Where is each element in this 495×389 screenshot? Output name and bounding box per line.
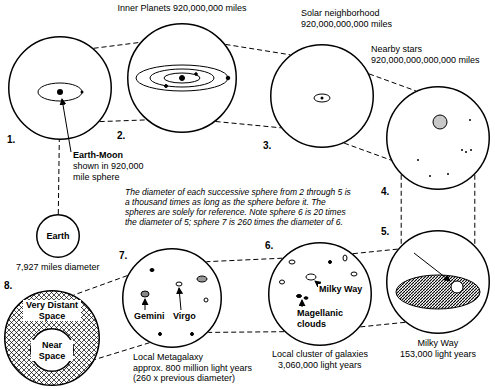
earth-circle: Earth7,927 miles diameter [36, 214, 80, 258]
near-space-circle: Near Space [30, 328, 74, 372]
distant-space-sphere: Very Distant SpaceNear Space [4, 290, 100, 386]
callout-number: 5. [380, 226, 390, 237]
callout-number: 3. [262, 140, 272, 151]
leader-arrow [179, 288, 181, 310]
circle-outline [8, 36, 112, 140]
sphere-caption: Inner Planets 920,000,000 miles [117, 3, 248, 14]
planet-orbits [136, 65, 230, 91]
zoom-line [401, 175, 475, 245]
zoom-line [216, 44, 291, 127]
circle-outline [37, 215, 80, 258]
earth-moon-sphere: Earth-Moonshown in 920,000 mile sphere [8, 36, 112, 140]
solar-neighborhood-sphere: Solar neighborhood920,000,000,000 miles [270, 44, 374, 148]
callout-number: 8. [3, 280, 13, 291]
sphere-caption: Magellanic clouds [296, 308, 354, 329]
sphere-caption: Earth [46, 231, 71, 242]
sphere-caption: Near Space [31, 340, 73, 361]
milky-way-sphere: Milky Way153,000 light years [386, 230, 490, 334]
leader-arrow [414, 253, 450, 281]
circle-outline [271, 45, 374, 148]
circle-outline [5, 291, 100, 386]
sphere-caption: Milky Way [318, 284, 363, 295]
sphere-caption: 920,000,000,000,000 miles [370, 55, 481, 66]
circle-outline [387, 87, 490, 190]
nearby-stars-sphere: Nearby stars920,000,000,000,000 miles [386, 86, 490, 190]
sphere-caption: Very Distant Space [23, 300, 81, 321]
circle-outline [9, 37, 112, 140]
sphere-caption: 920,000,000,000 miles [300, 19, 393, 30]
sphere-caption: approx. 800 million light years (260 x p… [132, 363, 266, 384]
circle-outline [386, 230, 490, 334]
sphere-caption: shown in 920,000 mile sphere [72, 161, 156, 182]
nearby-stars [417, 115, 472, 177]
sphere-caption: Milky Way [417, 338, 460, 349]
callout-number: 1. [6, 134, 16, 145]
galaxy [396, 275, 480, 309]
circle-outline [387, 231, 490, 334]
circle-outline [270, 44, 374, 148]
callout-number: 6. [264, 240, 274, 251]
zoom-line [344, 74, 416, 160]
circle-outline [128, 24, 237, 133]
circle-outline [386, 86, 490, 190]
local-cluster-sphere: Milky WayMagellanic cloudsLocal cluster … [268, 242, 372, 346]
sphere-caption: Nearby stars [370, 44, 423, 55]
inner-planets-sphere: Inner Planets 920,000,000 miles [127, 23, 237, 133]
sphere-caption: 7,927 miles diameter [15, 262, 101, 273]
explanatory-note: The diameter of each successive sphere f… [124, 187, 356, 227]
circle-outline [31, 329, 74, 372]
sphere-caption: 3,060,000 light years [277, 360, 363, 371]
sphere-caption: Virgo [172, 311, 197, 322]
leader-arrow [302, 300, 303, 307]
metagalaxy-sphere: GeminiVirgoLocal Metagalaxyapprox. 800 m… [122, 248, 222, 348]
sphere-caption: Solar neighborhood [300, 8, 381, 19]
sphere-caption: Local cluster of galaxies [271, 349, 369, 360]
leader-arrow [62, 99, 71, 152]
sphere-caption: Gemini [133, 311, 166, 322]
circle-outline [127, 23, 237, 133]
solar-system-mark [314, 94, 330, 102]
circle-outline [269, 243, 372, 346]
scale-line [58, 140, 59, 214]
circle-outline [123, 249, 222, 348]
zoom-line [206, 258, 284, 332]
sphere-caption: 153,000 light years [399, 349, 477, 360]
callout-number: 4. [380, 186, 390, 197]
sphere-caption: Earth-Moon [72, 150, 124, 161]
earth-moon-orbit [38, 83, 84, 101]
sphere-caption: Local Metagalaxy [132, 352, 204, 363]
circle-outline [122, 248, 222, 348]
callout-number: 7. [118, 250, 128, 261]
callout-number: 2. [116, 130, 126, 141]
galaxy-groups [141, 269, 208, 336]
leader-arrow [145, 299, 146, 310]
